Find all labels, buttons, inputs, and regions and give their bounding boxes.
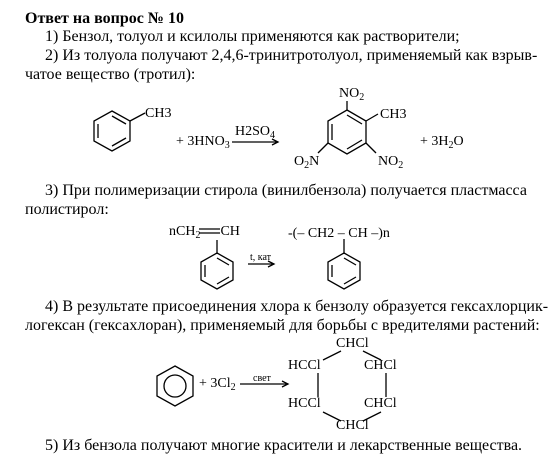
no2-left: O2N bbox=[294, 154, 320, 171]
chcl-top: CHCl bbox=[336, 336, 369, 351]
item-3-cont: полистирол: bbox=[25, 201, 109, 218]
polystyrene-molecule bbox=[327, 239, 361, 290]
styrene-molecule bbox=[199, 228, 234, 290]
hccl-lower-left: HCCl bbox=[288, 396, 321, 411]
light-condition: свет bbox=[253, 373, 271, 384]
hccl-upper-left: HCCl bbox=[288, 358, 321, 373]
no2-right: NO2 bbox=[378, 154, 404, 171]
item-5: 5) Из бензола получают многие красители … bbox=[45, 437, 523, 454]
no2-top: NO2 bbox=[339, 86, 365, 103]
item-2-cont: чатое вещество (тротил): bbox=[25, 66, 196, 83]
hexachlorocyclohexane-molecule bbox=[317, 350, 387, 422]
reaction-arrow-2 bbox=[248, 260, 276, 268]
tnt-molecule bbox=[317, 101, 379, 155]
chcl-upper-right: CHCl bbox=[364, 358, 397, 373]
sulfuric-acid-catalyst: H2SO4 bbox=[235, 124, 276, 141]
reaction-arrow-3 bbox=[240, 380, 290, 388]
chlorine-reagent: + 3Cl2 bbox=[199, 376, 236, 393]
polymerization-condition: t, кат bbox=[250, 252, 272, 263]
chcl-bottom: CHCl bbox=[336, 418, 369, 433]
polystyrene-formula: -(– CH2 – CH –)n bbox=[288, 226, 390, 241]
item-1: 1) Бензол, толуол и ксилолы применяются … bbox=[45, 28, 460, 45]
answer-title: Ответ на вопрос № 10 bbox=[25, 10, 184, 27]
toluene-molecule bbox=[93, 110, 146, 152]
reaction-arrow-1 bbox=[232, 138, 280, 146]
water-product: + 3H2O bbox=[420, 134, 464, 151]
toluene-ch3: CH3 bbox=[145, 106, 172, 121]
item-3: 3) При полимеризации стирола (винилбензо… bbox=[45, 182, 527, 199]
tnt-ch3: CH3 bbox=[380, 107, 407, 122]
item-4-cont: логексан (гексахлоран), применяемый для … bbox=[25, 317, 540, 334]
chcl-lower-right: CHCl bbox=[364, 396, 397, 411]
item-2: 2) Из толуола получают 2,4,6-тринитротол… bbox=[45, 47, 538, 64]
item-4: 4) В результате присоединения хлора к бе… bbox=[45, 298, 549, 315]
nitric-acid-reagent: + 3HNO3 bbox=[176, 134, 230, 151]
benzene-molecule bbox=[156, 365, 194, 407]
